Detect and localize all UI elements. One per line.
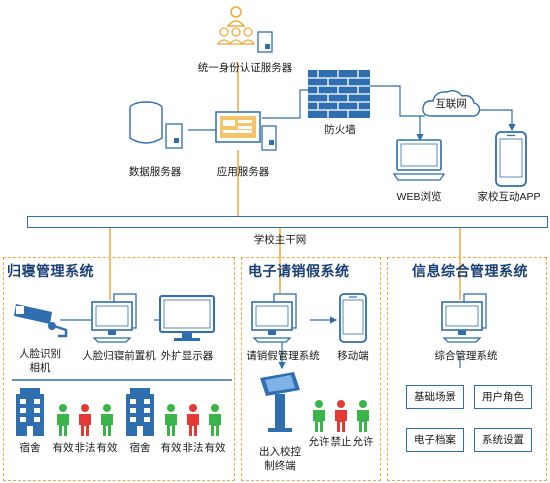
front-machine-pc-icon: [91, 293, 137, 343]
info-section-title: 信息综合管理系统: [412, 263, 528, 279]
backbone-bar: [27, 216, 548, 228]
dorm-label-2: 宿舍: [129, 442, 151, 454]
auth-server-icon: [216, 6, 273, 53]
face-camera-label-1: 人脸识别: [19, 348, 61, 360]
person-deny-red-icon: [335, 400, 347, 432]
face-camera-label-2: 相机: [29, 362, 51, 374]
auth-server-label: 统一身份认证服务器: [197, 62, 293, 74]
person-valid-green-icon: [165, 404, 177, 436]
person-invalid-red-icon: [187, 404, 199, 436]
front-machine-label: 人脸归寝前置机: [82, 350, 156, 362]
display-monitor-icon: [159, 295, 215, 341]
dorm-label-1: 宿舍: [19, 442, 41, 454]
allow-label-1: 允许: [308, 436, 330, 448]
gate-kiosk-icon: [260, 372, 300, 432]
valid-label-2: 有效: [96, 442, 118, 454]
module-e-archive: 电子档案: [406, 428, 464, 452]
dorm-building-icon: [16, 388, 44, 436]
cloud-icon: [422, 89, 481, 117]
mobile-label: 移动端: [337, 350, 369, 362]
person-valid-green-icon: [101, 404, 113, 436]
valid-label-1: 有效: [52, 442, 74, 454]
person-allow-green-icon: [313, 400, 325, 432]
info-mgmt-pc-icon: [441, 293, 487, 343]
backbone-label: 学校主干网: [253, 234, 307, 246]
database-server-icon: [129, 101, 183, 149]
firewall-icon: [308, 70, 370, 118]
camera-icon: [14, 304, 68, 338]
module-basic-scene: 基础场景: [406, 385, 464, 409]
person-invalid-red-icon: [79, 404, 91, 436]
web-monitor-icon: [392, 139, 446, 181]
dorm-section-title: 归寝管理系统: [7, 263, 94, 279]
leave-panel: [241, 257, 381, 481]
person-allow-green-icon: [357, 400, 369, 432]
leave-mgmt-pc-icon: [251, 293, 297, 343]
application-server-label: 应用服务器: [216, 166, 270, 178]
leave-mgmt-label: 请销假管理系统: [246, 350, 320, 362]
valid-label-3: 有效: [160, 442, 182, 454]
home-school-app-label: 家校互动APP: [477, 191, 541, 203]
person-valid-green-icon: [57, 404, 69, 436]
gate-terminal-label-2: 制终端: [264, 460, 296, 472]
valid-label-4: 有效: [204, 442, 226, 454]
invalid-label-1: 非法: [74, 442, 96, 454]
firewall-label: 防火墙: [324, 124, 356, 136]
internet-label: 互联网: [435, 98, 467, 110]
database-server-label: 数据服务器: [128, 166, 182, 178]
module-user-role: 用户角色: [474, 385, 532, 409]
dorm-panel: [3, 257, 235, 481]
dorm-building-icon: [126, 388, 154, 436]
deny-label: 禁止: [330, 436, 352, 448]
web-browse-label: WEB浏览: [396, 191, 442, 203]
info-panel: [387, 257, 547, 481]
invalid-label-2: 非法: [182, 442, 204, 454]
application-server-icon: [215, 111, 277, 151]
allow-label-2: 允许: [352, 436, 374, 448]
gate-terminal-label-1: 出入校控: [259, 446, 301, 458]
leave-section-title: 电子请销假系统: [248, 263, 350, 279]
mobile-phone-icon: [339, 293, 367, 343]
info-mgmt-label: 综合管理系统: [434, 350, 498, 362]
phone-icon: [495, 131, 527, 187]
display-label: 外扩显示器: [160, 350, 214, 362]
module-system-settings: 系统设置: [474, 428, 532, 452]
person-valid-green-icon: [209, 404, 221, 436]
